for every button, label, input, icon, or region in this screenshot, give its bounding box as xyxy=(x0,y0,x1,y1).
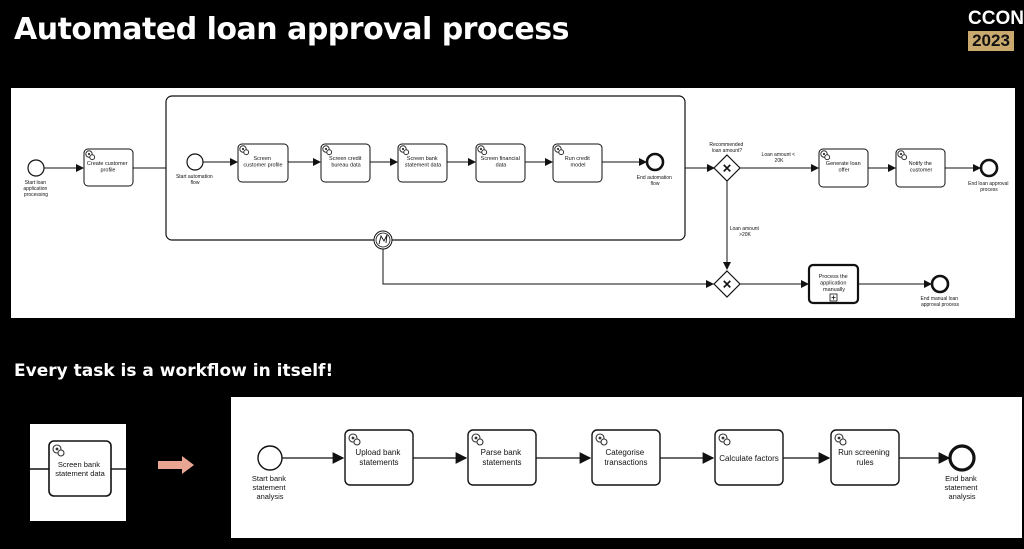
page-title: Automated loan approval process xyxy=(14,12,569,47)
gateway-question-label: Recommended loan amount? xyxy=(709,142,744,154)
end-loan-approval-event xyxy=(979,158,999,178)
task-generate-loan-offer-label: Generate loan offer xyxy=(826,161,862,174)
task-detail-panel: Screen bank statement data xyxy=(30,424,126,521)
svg-text:✕: ✕ xyxy=(722,278,732,292)
end-manual-approval-event xyxy=(930,274,950,294)
task-upload-label: Upload bank statements xyxy=(355,448,402,467)
task-screen-financial-data[interactable] xyxy=(475,143,526,183)
section-subtitle: Every task is a workflow in itself! xyxy=(14,361,334,381)
condition-high-label: Loan amount >20K xyxy=(730,226,761,238)
start-bank-analysis-event xyxy=(257,445,283,471)
svg-text:✕: ✕ xyxy=(722,162,732,176)
end-bank-analysis-label: End bank statement analysis xyxy=(944,474,979,501)
ccon-logo: CCON 2023 xyxy=(968,8,1024,51)
task-screen-credit-bureau[interactable] xyxy=(320,143,371,183)
start-automation-label: Start automation flow xyxy=(176,174,214,186)
task-rules-label: Run screening rules xyxy=(838,448,892,467)
end-automation-label: End automation flow xyxy=(637,175,673,187)
start-event-label: Start loan application processing xyxy=(23,180,48,198)
task-screen-bank-statement-label: Screen bank statement data xyxy=(405,156,442,169)
main-diagram: Start loan application processing Create… xyxy=(23,95,1010,308)
task-screen-financial-data-label: Screen financial data xyxy=(481,156,522,169)
task-parse-label: Parse bank statements xyxy=(481,448,524,467)
single-task-diagram: Screen bank statement data xyxy=(30,440,126,497)
end-manual-approval-label: End manual loan approval process xyxy=(921,296,960,308)
task-create-customer-profile-label: Create customer profile xyxy=(87,161,129,174)
task-calculate-label: Calculate factors xyxy=(719,454,779,463)
exclusive-gateway-1: ✕ xyxy=(713,154,741,182)
main-diagram-panel: Start loan application processing Create… xyxy=(11,88,1015,318)
logo-line-2: 2023 xyxy=(968,31,1014,51)
end-loan-approval-label: End loan approval process xyxy=(968,181,1010,193)
task-screen-credit-bureau-label: Screen credit bureau data xyxy=(329,156,363,169)
task-categorise-label: Categorise transactions xyxy=(604,448,647,467)
logo-line-1: CCON xyxy=(968,8,1024,29)
task-run-credit-model[interactable] xyxy=(552,143,603,183)
bank-statement-workflow: Start bank statement analysis Upload ban… xyxy=(252,429,979,501)
end-automation-event xyxy=(645,152,665,172)
start-automation-event xyxy=(186,153,204,171)
start-bank-analysis-label: Start bank statement analysis xyxy=(252,474,288,501)
task-notify-customer-label: Notify the customer xyxy=(909,161,934,174)
expand-arrow-icon xyxy=(158,456,194,474)
task-screen-customer-profile[interactable] xyxy=(237,143,289,183)
end-bank-analysis-event xyxy=(948,444,976,472)
exclusive-gateway-2: ✕ xyxy=(713,270,741,298)
sub-diagram-panel: Start bank statement analysis Upload ban… xyxy=(231,397,1022,538)
subprocess-manual-label: Process the application manually xyxy=(819,274,850,293)
error-boundary-event xyxy=(373,230,393,250)
condition-low-label: Loan amount < 20K xyxy=(762,152,797,164)
expand-marker-icon[interactable] xyxy=(829,293,838,302)
task-run-credit-model-label: Run credit model xyxy=(565,156,592,169)
start-event xyxy=(27,159,45,177)
task-zoom-label: Screen bank statement data xyxy=(55,460,105,478)
task-screen-customer-profile-label: Screen customer profile xyxy=(243,156,282,169)
task-screen-bank-statement[interactable] xyxy=(397,143,448,183)
